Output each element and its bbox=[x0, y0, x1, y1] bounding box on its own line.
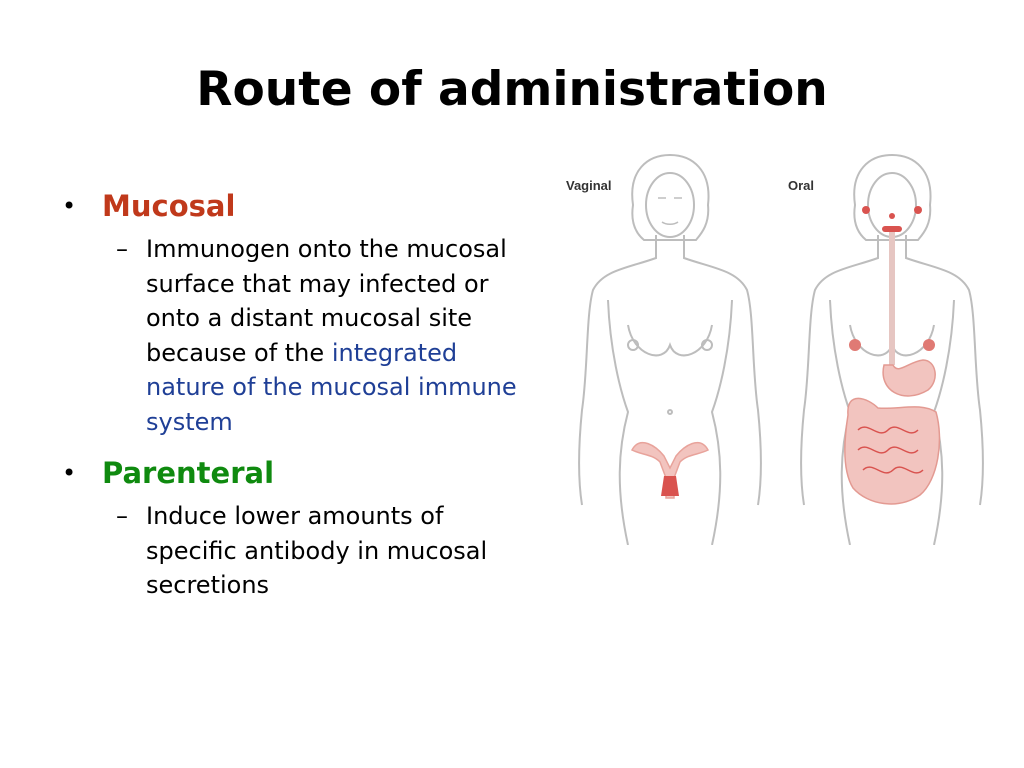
bullet-dot: • bbox=[62, 459, 77, 487]
vaginal-canal-highlight bbox=[661, 476, 679, 496]
bullet-parenteral: • Parenteral bbox=[58, 453, 528, 493]
bullet-list: • Mucosal – Immunogen onto the mucosal s… bbox=[58, 186, 528, 603]
oral-mucosa-highlights bbox=[849, 206, 935, 351]
bullet-mucosal: • Mucosal bbox=[58, 186, 528, 226]
sub-dash: – bbox=[116, 502, 128, 530]
mucosal-highlight: integrated nature of the mucosal immune … bbox=[146, 338, 517, 436]
sub-dash: – bbox=[116, 235, 128, 263]
parenteral-text: Induce lower amounts of specific antibod… bbox=[146, 502, 488, 599]
parenteral-label: Parenteral bbox=[102, 456, 275, 490]
vaginal-label: Vaginal bbox=[566, 178, 612, 193]
bullet-dot: • bbox=[62, 192, 77, 220]
gut-highlight bbox=[844, 359, 941, 505]
oral-label: Oral bbox=[788, 178, 814, 193]
uterus-highlight bbox=[630, 441, 710, 499]
parenteral-description: – Induce lower amounts of specific antib… bbox=[58, 499, 528, 603]
mucosal-label: Mucosal bbox=[102, 189, 236, 223]
mucosal-text: Immunogen onto the mucosal surface that … bbox=[146, 235, 507, 367]
anatomy-figure: Vaginal Oral bbox=[566, 153, 984, 545]
slide-title: Route of administration bbox=[196, 62, 828, 117]
mucosal-description: – Immunogen onto the mucosal surface tha… bbox=[58, 232, 528, 439]
intestine-loops bbox=[857, 426, 924, 474]
vaginal-body-illustration bbox=[578, 153, 762, 545]
